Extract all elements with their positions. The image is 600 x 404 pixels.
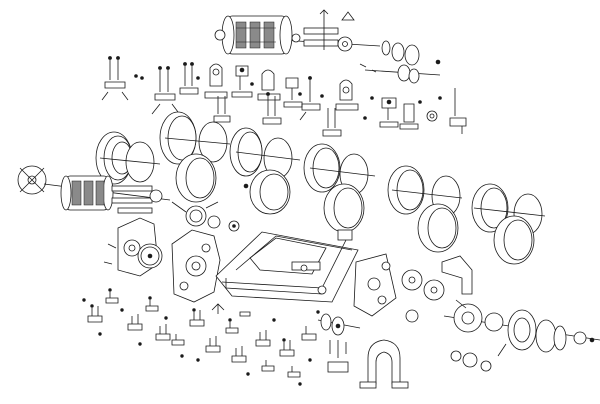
lever-group <box>151 66 179 115</box>
linkage-part <box>171 334 185 346</box>
lever-group <box>322 108 342 137</box>
lever-group <box>426 88 467 134</box>
linkage-part <box>279 338 295 357</box>
lever-group <box>179 62 199 95</box>
type-wheel-stack <box>471 183 546 265</box>
lever-group <box>379 97 399 128</box>
lever-group <box>213 96 231 123</box>
lever-group <box>231 65 253 98</box>
linkage-part <box>231 346 247 363</box>
small-fasteners <box>134 74 442 120</box>
small-gear-cluster <box>171 201 240 232</box>
type-wheel-stack <box>229 127 301 215</box>
lever-group <box>262 92 282 125</box>
top-shaft-with-disks <box>359 40 441 84</box>
small-gear-cluster <box>450 350 492 372</box>
base-plate <box>215 231 359 303</box>
right-bracket <box>441 255 473 295</box>
u-shaped-bridge <box>359 339 409 389</box>
linkage-part <box>225 318 239 334</box>
type-wheel-stack <box>159 111 231 203</box>
linkage-part <box>127 314 143 331</box>
right-side-frame <box>353 253 397 317</box>
lever-group <box>101 56 129 101</box>
right-escapement-assembly <box>443 299 600 357</box>
lever-group <box>299 76 321 121</box>
lever-group <box>399 103 419 130</box>
lever-group <box>335 79 359 111</box>
type-wheel-stack <box>303 143 376 241</box>
linkage-part <box>205 336 221 353</box>
type-wheel-stack <box>387 165 463 253</box>
top-printing-drum <box>214 9 381 55</box>
small-linkage-parts <box>82 288 320 386</box>
loose-fasteners <box>82 298 320 386</box>
linkage-part <box>301 326 317 341</box>
linkage-part <box>105 288 119 304</box>
lever-group <box>257 69 281 101</box>
left-printing-drum <box>17 165 171 214</box>
linkage-part <box>261 360 275 372</box>
type-wheel-stack <box>95 131 161 185</box>
left-side-frame <box>103 217 163 277</box>
center-side-frame <box>171 229 221 303</box>
linkage-part <box>255 330 271 347</box>
ratchet-wheels <box>401 269 445 323</box>
linkage-part <box>189 308 205 327</box>
linkage-part <box>239 311 251 317</box>
linkage-part <box>211 303 225 314</box>
lever-linkage-row <box>101 56 467 137</box>
linkage-part <box>155 324 171 341</box>
lever-group <box>204 63 228 99</box>
linkage-part <box>87 304 103 323</box>
linkage-part <box>145 296 159 312</box>
linkage-part <box>287 366 301 378</box>
center-escapement <box>317 313 361 373</box>
